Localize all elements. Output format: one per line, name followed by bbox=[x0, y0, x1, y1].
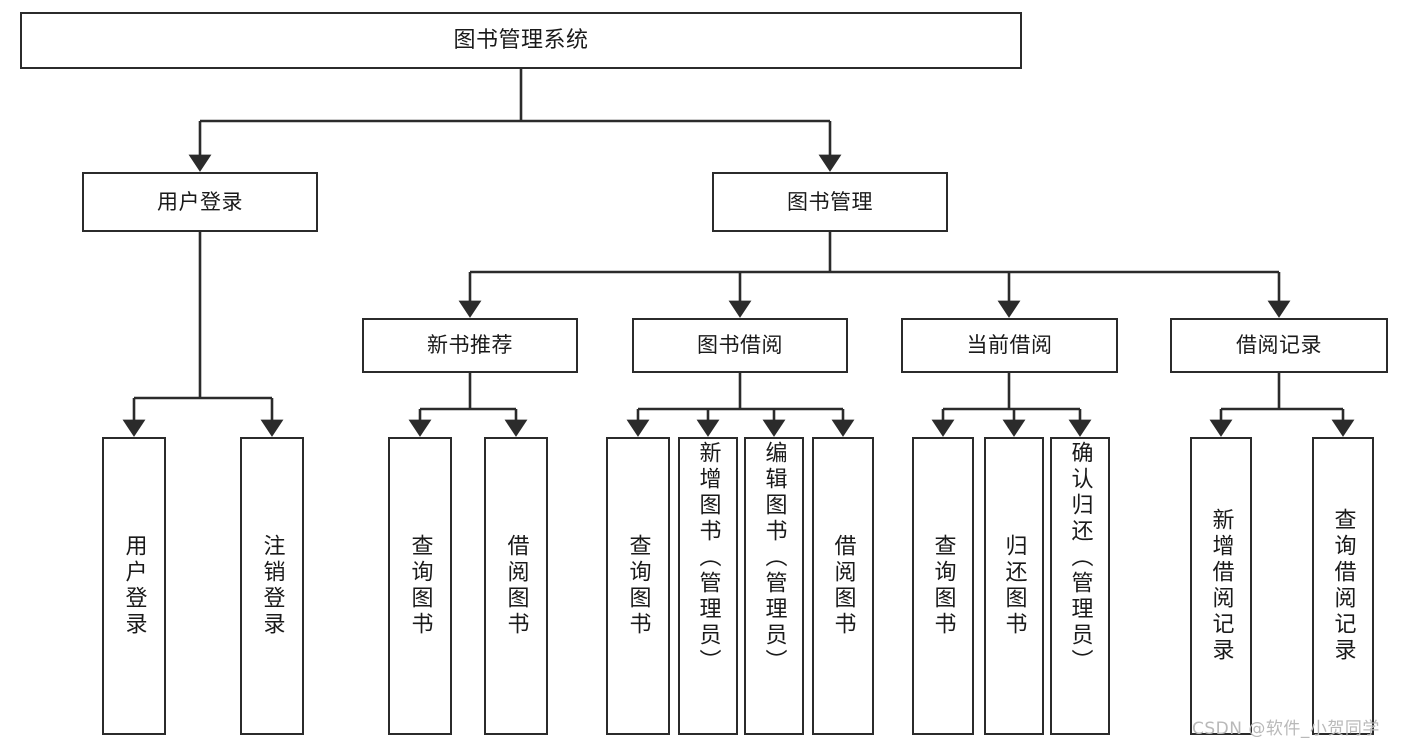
node-book-borrow-label: 图书借阅 bbox=[697, 333, 783, 358]
leaf-borrow-book-1-label: 借阅图书 bbox=[503, 534, 529, 638]
leaf-add-record[interactable]: 新增借阅记录 bbox=[1190, 437, 1252, 735]
leaf-return-book-label: 归还图书 bbox=[1001, 534, 1027, 638]
node-new-book-rec-label: 新书推荐 bbox=[427, 333, 513, 358]
node-borrow-record-label: 借阅记录 bbox=[1236, 333, 1322, 358]
node-root[interactable]: 图书管理系统 bbox=[20, 12, 1022, 69]
leaf-add-record-label: 新增借阅记录 bbox=[1208, 508, 1234, 664]
leaf-query-book-2[interactable]: 查询图书 bbox=[606, 437, 670, 735]
leaf-confirm-return[interactable]: 确认归还（管理员） bbox=[1050, 437, 1110, 735]
leaf-edit-book[interactable]: 编辑图书（管理员） bbox=[744, 437, 804, 735]
leaf-query-book-3-label: 查询图书 bbox=[930, 534, 956, 638]
node-current-borrow[interactable]: 当前借阅 bbox=[901, 318, 1118, 373]
leaf-logout[interactable]: 注销登录 bbox=[240, 437, 304, 735]
leaf-borrow-book-2-label: 借阅图书 bbox=[830, 534, 856, 638]
leaf-query-book-1-label: 查询图书 bbox=[407, 534, 433, 638]
leaf-return-book[interactable]: 归还图书 bbox=[984, 437, 1044, 735]
node-book-manage-label: 图书管理 bbox=[787, 189, 873, 214]
node-current-borrow-label: 当前借阅 bbox=[966, 333, 1053, 358]
leaf-user-login-label: 用户登录 bbox=[121, 534, 147, 638]
node-user-login[interactable]: 用户登录 bbox=[82, 172, 318, 232]
csdn-watermark: CSDN @软件_小贺同学 bbox=[1192, 719, 1380, 739]
node-book-manage[interactable]: 图书管理 bbox=[712, 172, 948, 232]
node-new-book-rec[interactable]: 新书推荐 bbox=[362, 318, 578, 373]
node-book-borrow[interactable]: 图书借阅 bbox=[632, 318, 848, 373]
leaf-add-book-label: 新增图书（管理员） bbox=[695, 441, 721, 675]
node-user-login-label: 用户登录 bbox=[157, 189, 243, 214]
leaf-query-record[interactable]: 查询借阅记录 bbox=[1312, 437, 1374, 735]
leaf-query-record-label: 查询借阅记录 bbox=[1330, 508, 1356, 664]
node-root-label: 图书管理系统 bbox=[453, 27, 589, 53]
leaf-query-book-3[interactable]: 查询图书 bbox=[912, 437, 974, 735]
leaf-borrow-book-2[interactable]: 借阅图书 bbox=[812, 437, 874, 735]
leaf-borrow-book-1[interactable]: 借阅图书 bbox=[484, 437, 548, 735]
leaf-query-book-2-label: 查询图书 bbox=[625, 534, 651, 638]
leaf-edit-book-label: 编辑图书（管理员） bbox=[761, 441, 787, 675]
leaf-query-book-1[interactable]: 查询图书 bbox=[388, 437, 452, 735]
leaf-logout-label: 注销登录 bbox=[259, 534, 285, 638]
leaf-user-login[interactable]: 用户登录 bbox=[102, 437, 166, 735]
leaf-confirm-return-label: 确认归还（管理员） bbox=[1067, 441, 1093, 675]
node-borrow-record[interactable]: 借阅记录 bbox=[1170, 318, 1388, 373]
leaf-add-book[interactable]: 新增图书（管理员） bbox=[678, 437, 738, 735]
